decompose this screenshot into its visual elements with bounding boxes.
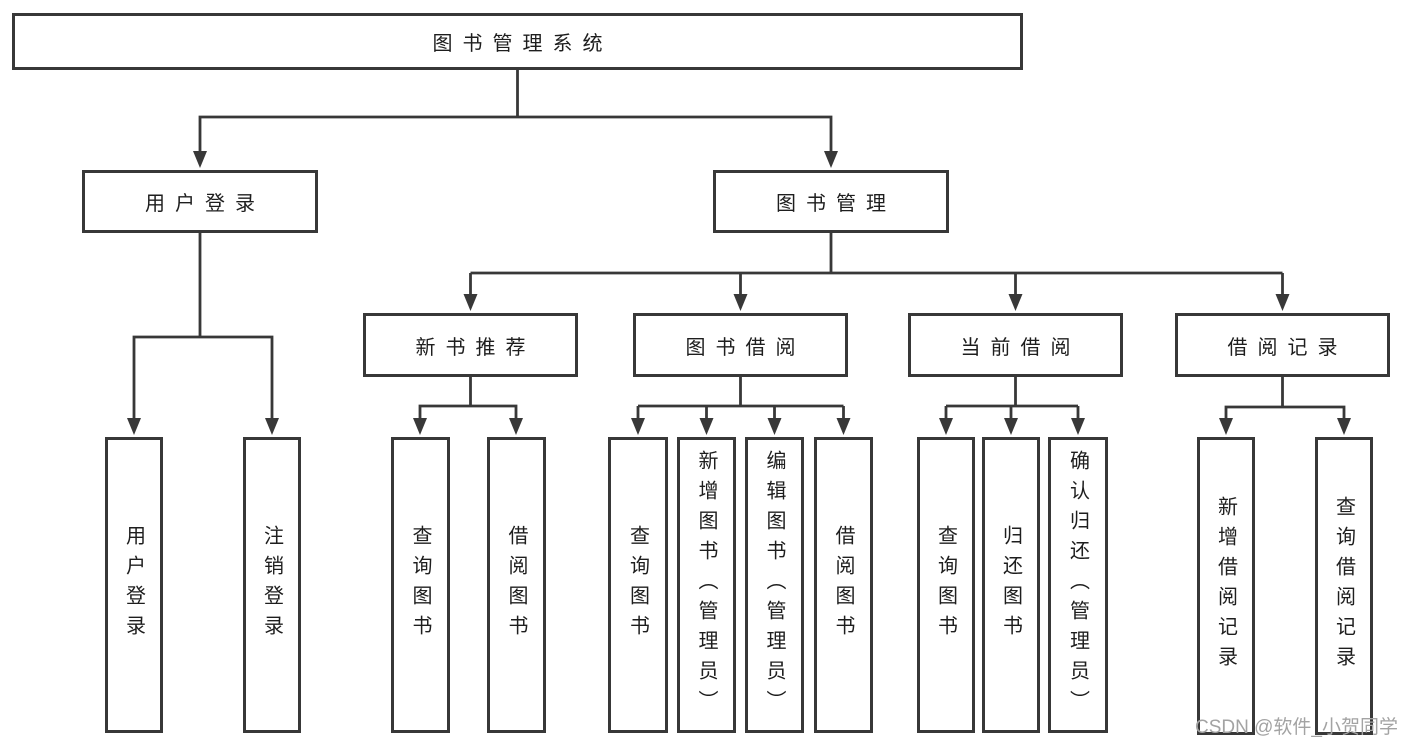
csdn-watermark: CSDN @软件_小贺同学 [1195, 717, 1398, 738]
leaf-nbr-query-books: 查询图书 [391, 437, 450, 733]
node-label: 用户登录 [145, 193, 265, 215]
edge-borrowrecords-split [1224, 405, 1346, 419]
arrowhead [1275, 294, 1290, 311]
arrowhead [1219, 418, 1233, 435]
arrowhead [509, 418, 523, 435]
node-label: 借阅图书 [832, 525, 854, 645]
node-new-book-rec: 新书推荐 [363, 313, 578, 377]
edge-userlogin-split [132, 335, 274, 419]
node-book-mgmt: 图书管理 [713, 170, 949, 233]
arrowhead [265, 418, 279, 435]
arrowhead [1008, 294, 1023, 311]
arrowhead [193, 151, 207, 168]
leaf-cb-confirm-return-admin: 确认归还（管理员） [1048, 437, 1108, 733]
arrowhead [733, 294, 748, 311]
node-label: 图书借阅 [685, 336, 806, 359]
arrowhead [127, 418, 141, 435]
node-borrow-records: 借阅记录 [1175, 313, 1390, 377]
arrowhead [631, 418, 645, 435]
node-label: 借阅图书 [505, 525, 527, 645]
node-label: 图书管理系统 [432, 33, 613, 55]
arrowhead [767, 418, 782, 435]
arrowhead [1071, 418, 1085, 435]
leaf-bb-query-books: 查询图书 [608, 437, 668, 733]
arrowhead [939, 418, 953, 435]
node-label: 新增借阅记录 [1214, 496, 1237, 676]
node-label: 编辑图书（管理员） [763, 450, 785, 720]
arrowhead [1004, 418, 1018, 435]
node-book-borrow: 图书借阅 [633, 313, 848, 377]
leaf-bb-edit-books-admin: 编辑图书（管理员） [745, 437, 804, 733]
node-user-login: 用户登录 [82, 170, 318, 233]
node-label: 查询借阅记录 [1332, 496, 1355, 676]
leaf-cb-query-books: 查询图书 [917, 437, 975, 733]
arrowhead [836, 418, 851, 435]
leaf-logout: 注销登录 [243, 437, 301, 733]
node-label: 新增图书（管理员） [695, 450, 717, 720]
node-label: 查询图书 [626, 525, 649, 645]
node-current-borrow: 当前借阅 [908, 313, 1123, 377]
edge-root-split [198, 115, 833, 152]
leaf-user-login: 用户登录 [105, 437, 163, 733]
node-label: 当前借阅 [960, 336, 1081, 359]
node-label: 查询图书 [934, 525, 957, 645]
arrowhead [699, 418, 714, 435]
leaf-bb-add-books-admin: 新增图书（管理员） [677, 437, 736, 733]
arrowhead [463, 294, 478, 311]
leaf-bb-borrow-books: 借阅图书 [814, 437, 873, 733]
arrowhead [413, 418, 427, 435]
node-root: 图书管理系统 [12, 13, 1023, 70]
node-label: 新书推荐 [415, 336, 536, 359]
node-label: 图书管理 [776, 193, 896, 215]
edge-newbookrec-split [418, 404, 518, 419]
node-label: 借阅记录 [1227, 336, 1348, 359]
leaf-br-add-record: 新增借阅记录 [1197, 437, 1255, 735]
node-label: 确认归还（管理员） [1066, 450, 1089, 720]
leaf-br-query-record: 查询借阅记录 [1315, 437, 1373, 735]
node-label: 归还图书 [999, 525, 1022, 645]
node-label: 注销登录 [260, 525, 283, 645]
node-label: 查询图书 [409, 525, 431, 645]
node-label: 用户登录 [122, 525, 145, 645]
arrowhead [1337, 418, 1351, 435]
leaf-nbr-borrow-books: 借阅图书 [487, 437, 546, 733]
leaf-cb-return-books: 归还图书 [982, 437, 1040, 733]
arrowhead [824, 151, 838, 168]
